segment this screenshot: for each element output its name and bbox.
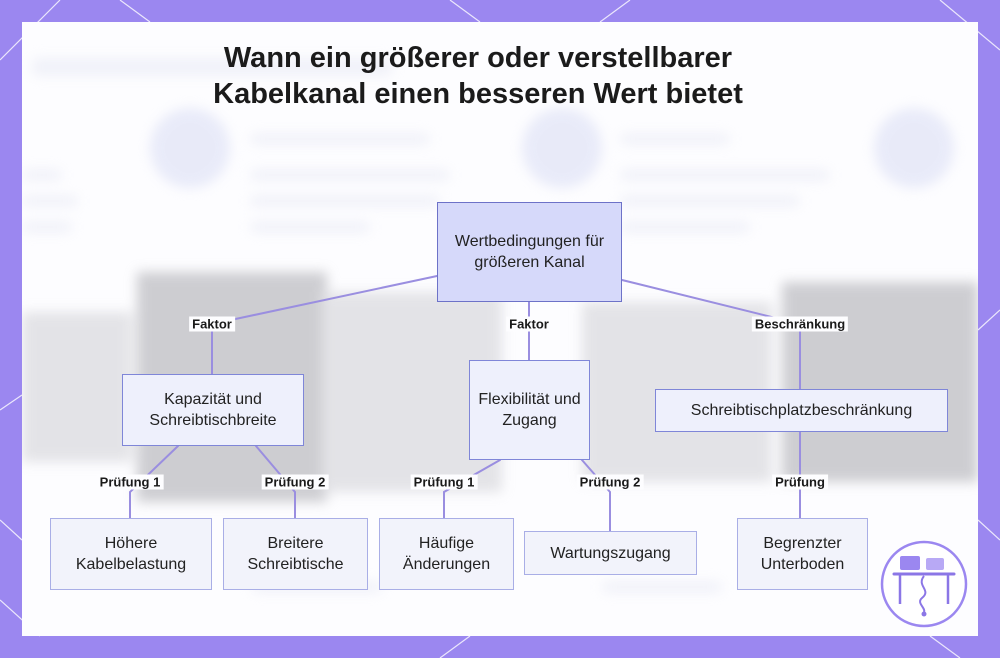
edge-flexibility-maintenance (582, 460, 610, 531)
edge-label-check-c: Prüfung (772, 475, 828, 490)
node-higher-load: Höhere Kabelbelastung (50, 518, 212, 590)
edge-label-factor-2: Faktor (506, 317, 552, 332)
edge-label-check-1b: Prüfung 1 (411, 475, 478, 490)
desk-cable-icon (880, 540, 968, 628)
edge-label-check-2b: Prüfung 2 (577, 475, 644, 490)
edge-label-constraint: Beschränkung (752, 317, 848, 332)
node-flexibility: Flexibilität und Zugang (469, 360, 590, 460)
edge-label-check-1a: Prüfung 1 (97, 475, 164, 490)
node-maintenance-access: Wartungszugang (524, 531, 697, 575)
node-root: Wertbedingungen für größeren Kanal (437, 202, 622, 302)
edge-label-check-2a: Prüfung 2 (262, 475, 329, 490)
node-limited-underfloor: Begrenzter Unterboden (737, 518, 868, 590)
node-wider-desks: Breitere Schreibtische (223, 518, 368, 590)
edge-root-capacity (212, 276, 437, 374)
edge-label-factor-1: Faktor (189, 317, 235, 332)
node-frequent-changes: Häufige Änderungen (379, 518, 514, 590)
node-capacity: Kapazität und Schreibtischbreite (122, 374, 304, 446)
node-space-limit: Schreibtischplatzbeschränkung (655, 389, 948, 432)
edge-root-space-limit (622, 280, 800, 389)
